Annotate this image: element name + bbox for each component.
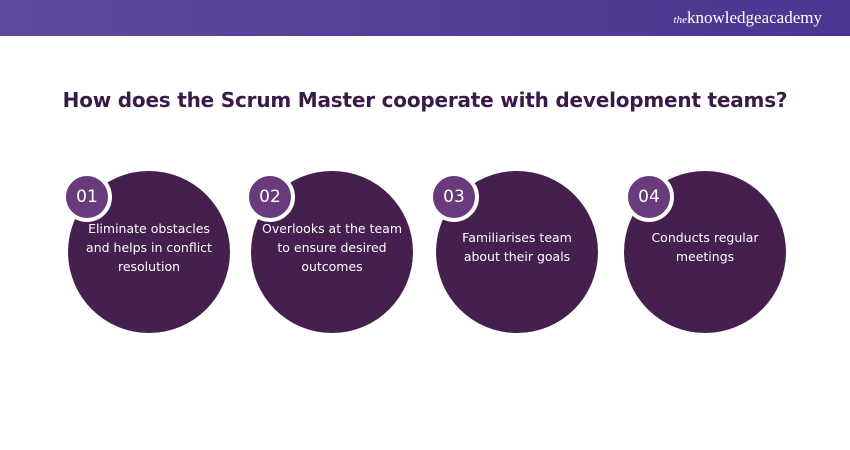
step-badge-2: 02 — [245, 172, 295, 222]
logo-prefix: the — [673, 14, 687, 26]
step-text: Overlooks at the team to ensure desired … — [262, 220, 403, 274]
step-badge-4: 04 — [624, 172, 674, 222]
step-circle-1: Eliminate obstacles and helps in conflic… — [68, 171, 230, 333]
step-circle-4: Conducts regular meetings — [624, 171, 786, 333]
header-bar: theknowledgeacademy — [0, 0, 850, 36]
step-text: Eliminate obstacles and helps in conflic… — [86, 220, 212, 274]
logo-text: knowledgeacademy — [687, 8, 822, 27]
step-badge-3: 03 — [429, 172, 479, 222]
step-circle-2: Overlooks at the team to ensure desired … — [251, 171, 413, 333]
step-text: Conducts regular meetings — [651, 230, 759, 264]
step-badge-1: 01 — [62, 172, 112, 222]
step-text: Familiarises team about their goals — [462, 230, 572, 264]
page-title: How does the Scrum Master cooperate with… — [62, 88, 788, 112]
logo: theknowledgeacademy — [674, 8, 822, 28]
